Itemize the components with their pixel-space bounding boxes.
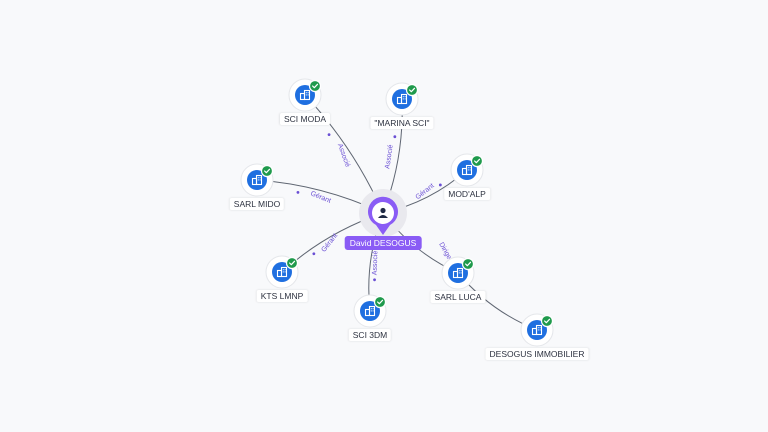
company-node-modalp[interactable] (450, 153, 484, 187)
building-icon (364, 305, 376, 317)
building-icon (531, 324, 543, 336)
relation-arrow (438, 183, 442, 187)
company-label[interactable]: SARL LUCA (430, 291, 486, 303)
relation-label: Associé (372, 250, 380, 275)
verified-check-icon (405, 83, 419, 97)
nodes-layer (240, 78, 554, 347)
company-node-marina-sci[interactable] (385, 82, 419, 116)
building-icon (461, 164, 473, 176)
relation-label: Gérant (320, 232, 339, 253)
company-label[interactable]: SCI MODA (279, 113, 331, 125)
company-node-sci-3dm[interactable] (353, 294, 387, 328)
relation-label: Associé (336, 143, 351, 169)
verified-check-icon (373, 295, 387, 309)
company-label[interactable]: "MARINA SCI" (370, 117, 434, 129)
company-node-sci-moda[interactable] (288, 78, 322, 112)
company-label[interactable]: MOD'ALP (444, 188, 490, 200)
company-node-sarl-mido[interactable] (240, 163, 274, 197)
verified-check-icon (260, 164, 274, 178)
company-label[interactable]: SCI 3DM (348, 329, 392, 341)
relation-label: Associé (384, 144, 394, 169)
company-label[interactable]: DESOGUS IMMOBILIER (485, 348, 589, 360)
person-icon (378, 207, 388, 218)
relation-arrow (373, 278, 376, 282)
verified-check-icon (461, 257, 475, 271)
person-label[interactable]: David DESOGUS (344, 236, 422, 250)
company-node-kts-lmnp[interactable] (265, 255, 299, 289)
verified-check-icon (285, 256, 299, 270)
verified-check-icon (540, 314, 554, 328)
building-icon (276, 266, 288, 278)
company-label[interactable]: KTS LMNP (256, 290, 308, 302)
relation-arrow (296, 190, 300, 194)
company-label[interactable]: SARL MIDO (229, 198, 285, 210)
relation-arrow (312, 252, 316, 256)
building-icon (452, 267, 464, 279)
verified-check-icon (470, 154, 484, 168)
verified-check-icon (308, 79, 322, 93)
relation-arrow (327, 133, 331, 137)
relation-arrow (393, 135, 397, 139)
company-node-sarl-luca[interactable] (441, 256, 475, 290)
building-icon (251, 174, 263, 186)
building-icon (396, 93, 408, 105)
person-node[interactable] (359, 189, 407, 237)
company-node-desogus-immobilier[interactable] (520, 313, 554, 347)
building-icon (299, 89, 311, 101)
